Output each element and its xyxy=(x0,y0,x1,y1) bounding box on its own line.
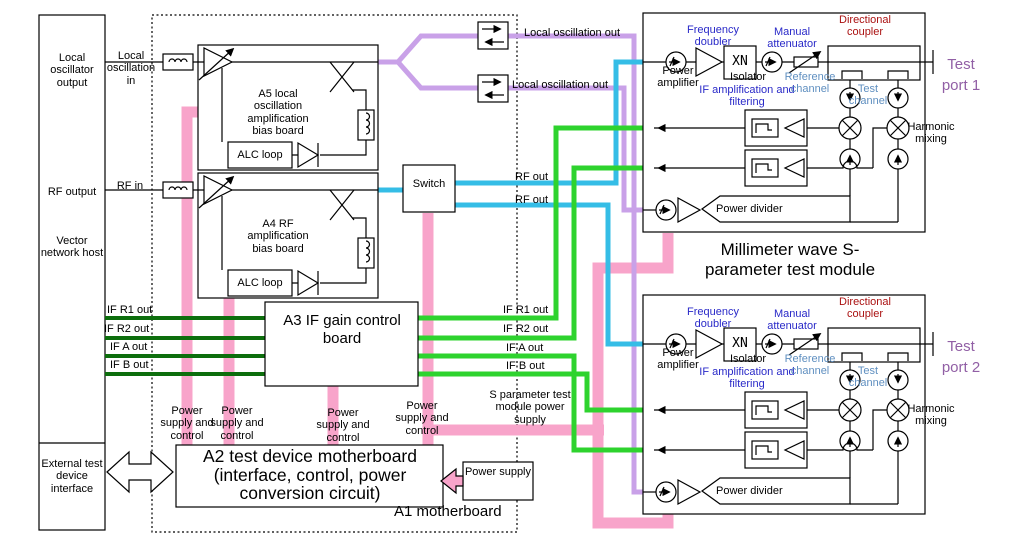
inductor-icon xyxy=(162,53,194,71)
a1-motherboard-label: A1 motherboard xyxy=(394,503,502,520)
m1-manual-attenuator-label: Manual attenuator xyxy=(767,26,817,51)
m2-manual-attenuator-label: Manual attenuator xyxy=(767,308,817,333)
rf-wires xyxy=(376,59,643,347)
a5-board-label: A5 local oscillation amplification bias … xyxy=(247,88,309,138)
a3-board-box xyxy=(264,301,419,387)
m1-isolator-label: Isolator xyxy=(730,71,767,83)
power-supply-label: Power supply xyxy=(464,466,532,478)
a2-board-label: A2 test device motherboard (interface, c… xyxy=(202,446,417,504)
m2-frequency-doubler-label: Frequency doubler xyxy=(687,306,739,331)
m1-test-channel-label: Test channel xyxy=(848,83,888,108)
label-local-oscillation-out-1: Local oscillation out xyxy=(524,27,621,39)
label-rf-out-2: RF out xyxy=(515,194,549,206)
m1-power-divider-label: Power divider xyxy=(716,203,783,215)
m2-test-channel-label: Test channel xyxy=(848,365,888,390)
label-if-b-out-right: IF B out xyxy=(506,360,545,372)
m1-directional-coupler-label: Directional coupler xyxy=(839,14,891,39)
label-power-supply-control-1: Power supply and control xyxy=(160,405,214,442)
if-wires-right xyxy=(418,125,643,453)
label-local-oscillation-out-2: Local oscillation out xyxy=(512,79,609,91)
a2-board-box xyxy=(175,444,444,508)
label-power-supply-control-4: Power supply and control xyxy=(395,400,449,437)
label-power-supply-control-3: Power supply and control xyxy=(316,407,370,444)
m2-if-amp-filter-label: IF amplification and filtering xyxy=(699,366,795,391)
label-if-r1-out-left: IF R1 out xyxy=(107,304,153,316)
m2-power-divider-label: Power divider xyxy=(716,485,783,497)
m1-power-amplifier-label: Power amplifier xyxy=(657,65,699,90)
local-oscillation-wires xyxy=(378,33,643,495)
label-if-r2-out-left: IF R2 out xyxy=(104,323,150,335)
m2-directional-coupler-label: Directional coupler xyxy=(839,296,891,321)
module-title: Millimeter wave S-parameter test module xyxy=(704,240,876,280)
label-power-supply-control-2: Power supply and control xyxy=(210,405,264,442)
a5-alc-loop-label: ALC loop xyxy=(237,149,283,161)
a4-alc-loop-label: ALC loop xyxy=(237,277,283,289)
a4-board-label: A4 RF amplification bias board xyxy=(247,218,309,255)
label-if-r2-out-right: IF R2 out xyxy=(503,323,549,335)
if-wires-left xyxy=(105,316,265,376)
host-vector-network-host: Vector network host xyxy=(40,235,104,260)
m1-xn-label: XN xyxy=(732,54,748,69)
label-rf-out-1: RF out xyxy=(515,171,549,183)
m2-power-ampl1ifier-label: Power amplifier xyxy=(657,347,699,372)
label-local-oscillation-in: Local oscillation in xyxy=(106,50,156,87)
label-rf-in: RF in xyxy=(116,180,144,192)
host-external-test-device-interface: External test device interface xyxy=(41,458,103,495)
m2-harmonic-mixing-label: Harmonic mixing xyxy=(907,403,955,428)
label-if-a-out-right: IF A out xyxy=(506,342,544,354)
lo-coupler-icon xyxy=(477,74,509,103)
label-if-b-out-left: IF B out xyxy=(110,359,149,371)
switch-box xyxy=(402,164,456,213)
m1-harmonic-mixing-label: Harmonic mixing xyxy=(907,121,955,146)
m1-if-amp-filter-label: IF amplification and filtering xyxy=(699,84,795,109)
m2-test-port-2-label: Test port 2 xyxy=(941,338,981,376)
m2-reference-channel-label: Reference channel xyxy=(784,353,836,378)
vector-network-host-box xyxy=(38,14,106,531)
lo-coupler-icon xyxy=(477,21,509,50)
inductor-icon xyxy=(162,181,194,199)
label-s-param-power: S parameter test module power supply xyxy=(489,389,571,426)
host-local-oscillator-output: Local oscillator output xyxy=(50,52,94,89)
bidirectional-bus-arrow-icon xyxy=(106,450,174,494)
label-if-a-out-left: IF A out xyxy=(110,341,148,353)
label-if-r1-out-right: IF R1 out xyxy=(503,304,549,316)
m1-test-port-1-label: Test port 1 xyxy=(941,56,981,94)
m1-frequency-doubler-label: Frequency doubler xyxy=(687,24,739,49)
power-supply-arrow-icon xyxy=(440,467,464,495)
m2-isolator-label: Isolator xyxy=(730,353,767,365)
m2-xn-label: XN xyxy=(732,336,748,351)
switch-label: Switch xyxy=(412,178,446,190)
a3-board-label: A3 IF gain control board xyxy=(283,312,401,347)
host-rf-output: RF output xyxy=(47,186,97,198)
m1-reference-channel-label: Reference channel xyxy=(784,71,836,96)
black-structure xyxy=(105,13,933,514)
